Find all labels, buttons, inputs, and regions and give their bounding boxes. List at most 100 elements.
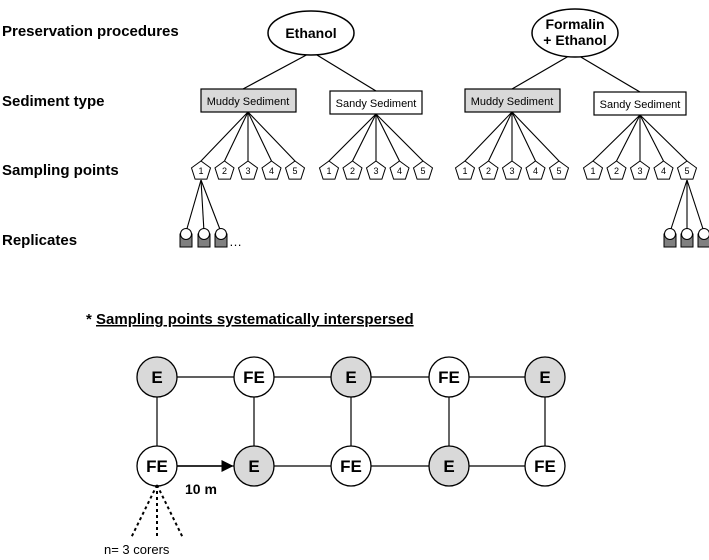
sampling-point-number: 2 xyxy=(222,166,227,176)
sampling-point-pentagon xyxy=(676,160,698,180)
layout-title: * Sampling points systematically intersp… xyxy=(86,311,414,328)
procedure-label: Ethanol xyxy=(285,25,336,41)
sediment-label: Sandy Sediment xyxy=(336,98,417,110)
grid-node-label: FE xyxy=(438,368,460,387)
grid-node-e xyxy=(233,445,275,487)
grid-node-label: FE xyxy=(146,457,168,476)
sampling-point-number: 4 xyxy=(269,166,274,176)
sampling-point-pentagon xyxy=(501,160,523,180)
sampling-point-number: 1 xyxy=(326,166,331,176)
sampling-point-number: 1 xyxy=(462,166,467,176)
sampling-point-number: 3 xyxy=(509,166,514,176)
sampling-points-sandy-ethanol: 1 2 3 4 5 xyxy=(318,113,434,180)
sampling-point-number: 2 xyxy=(350,166,355,176)
replicate-cap xyxy=(180,228,192,240)
sediment-label: Sandy Sediment xyxy=(600,99,681,111)
grid-node-label: E xyxy=(443,457,454,476)
corers-label: n= 3 corers xyxy=(104,542,170,557)
procedure-label-line2: + Ethanol xyxy=(543,32,606,48)
procedure-formalin-ethanol: Formalin + Ethanol xyxy=(531,8,619,58)
sampling-points-muddy-formalin: 1 2 3 4 5 xyxy=(454,111,570,180)
replicate-edge xyxy=(686,179,705,233)
replicate-edge xyxy=(185,179,202,233)
distance-label: 10 m xyxy=(185,481,217,497)
sampling-point-number: 3 xyxy=(245,166,250,176)
sampling-point-number: 5 xyxy=(420,166,425,176)
point-edge xyxy=(328,113,377,162)
corer-lines xyxy=(130,484,184,539)
sampling-point-pentagon xyxy=(389,160,410,180)
replicate-cap xyxy=(664,228,676,240)
grid-top-row: E FE E FE E xyxy=(136,356,566,398)
replicate-cap xyxy=(215,228,227,240)
sampling-point-pentagon xyxy=(284,160,306,180)
sampling-point-number: 1 xyxy=(590,166,595,176)
sampling-point-pentagon xyxy=(525,160,546,180)
procedure-ellipse xyxy=(531,8,619,58)
point-edge xyxy=(511,111,536,162)
sampling-point-number: 4 xyxy=(661,166,666,176)
point-edge xyxy=(352,113,377,162)
sediment-muddy-2: Muddy Sediment xyxy=(464,88,561,113)
sampling-point-pentagon xyxy=(454,160,476,180)
sampling-point-pentagon xyxy=(478,160,499,180)
grid-node-label: FE xyxy=(243,368,265,387)
replicates-ellipsis: … xyxy=(229,234,242,249)
grid-node-e xyxy=(136,356,178,398)
procedure-edges xyxy=(242,51,641,93)
point-edge xyxy=(247,111,296,162)
replicate-edge xyxy=(669,179,688,233)
layout-title-prefix: * xyxy=(86,311,96,328)
sampling-point-number: 2 xyxy=(614,166,619,176)
procedure-label-line1: Formalin xyxy=(545,16,604,32)
sampling-point-number: 3 xyxy=(373,166,378,176)
sampling-point-pentagon xyxy=(548,160,570,180)
sampling-point-pentagon xyxy=(365,160,387,180)
row-label-sediment: Sediment type xyxy=(2,93,105,110)
procedure-ellipse xyxy=(267,10,355,56)
sampling-point-pentagon xyxy=(318,160,340,180)
sampling-point-number: 4 xyxy=(533,166,538,176)
sampling-point-number: 5 xyxy=(684,166,689,176)
replicate-cap xyxy=(198,228,210,240)
sampling-point-number: 2 xyxy=(486,166,491,176)
sediment-muddy-1: Muddy Sediment xyxy=(200,88,297,113)
sampling-point-pentagon xyxy=(342,160,363,180)
point-edge xyxy=(592,114,641,162)
sampling-point-number: 5 xyxy=(556,166,561,176)
replicate-cap xyxy=(698,228,709,240)
grid-node-label: E xyxy=(539,368,550,387)
row-label-sampling: Sampling points xyxy=(2,162,119,179)
row-label-preservation: Preservation procedures xyxy=(2,23,179,40)
row-label-replicates: Replicates xyxy=(2,232,77,249)
sampling-point-pentagon xyxy=(237,160,259,180)
replicate-edge xyxy=(200,179,222,233)
grid-node-label: E xyxy=(151,368,162,387)
grid-node-label: FE xyxy=(340,457,362,476)
point-edge xyxy=(247,111,272,162)
sampling-point-number: 5 xyxy=(292,166,297,176)
point-edge xyxy=(616,114,641,162)
sediment-label: Muddy Sediment xyxy=(207,96,290,108)
point-edge xyxy=(511,111,560,162)
sampling-point-pentagon xyxy=(629,160,651,180)
grid-node-fe xyxy=(428,356,470,398)
replicates-left xyxy=(179,179,228,248)
grid-node-label: E xyxy=(345,368,356,387)
grid-node-fe xyxy=(524,445,566,487)
grid-node-e xyxy=(428,445,470,487)
point-edge xyxy=(200,111,249,162)
replicate-cap xyxy=(681,228,693,240)
sediment-sandy-2: Sandy Sediment xyxy=(593,91,687,116)
sampling-point-pentagon xyxy=(582,160,604,180)
sampling-point-number: 4 xyxy=(397,166,402,176)
sampling-point-pentagon xyxy=(190,160,212,180)
replicate-edge xyxy=(200,179,205,233)
sampling-point-pentagon xyxy=(261,160,282,180)
replicates-right xyxy=(663,179,709,248)
sampling-point-pentagon xyxy=(214,160,235,180)
procedure-ethanol: Ethanol xyxy=(267,10,355,56)
